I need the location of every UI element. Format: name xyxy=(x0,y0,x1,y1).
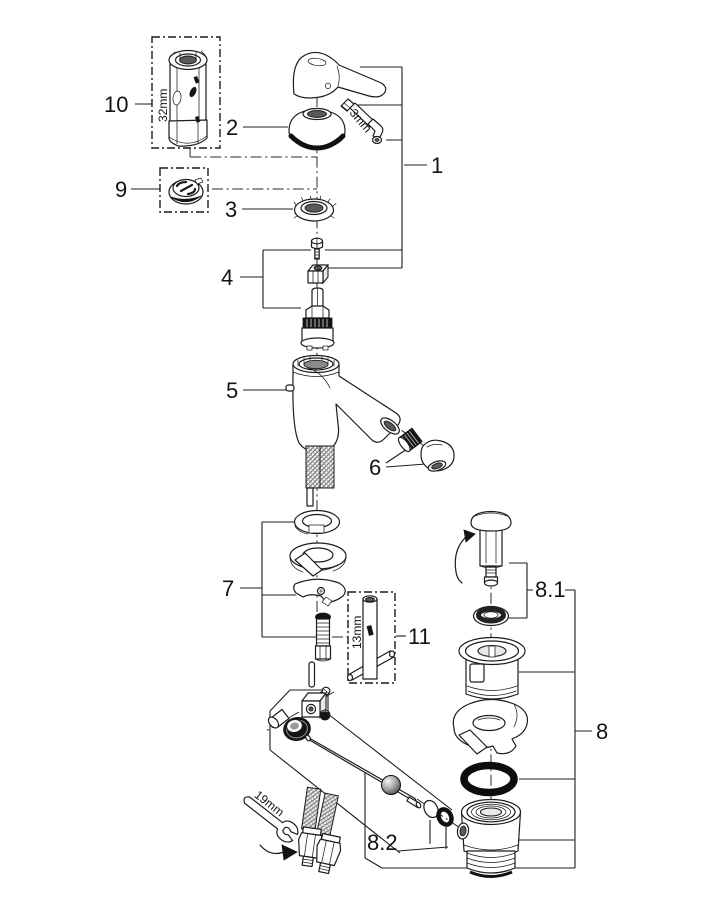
aerator-insert xyxy=(397,427,423,453)
clamp-plate xyxy=(293,578,346,607)
rotate-arrow xyxy=(454,533,470,584)
callout-8-1-label: 8.1 xyxy=(535,577,566,602)
socket-wrench-13mm-tool xyxy=(346,595,396,682)
popup-plug xyxy=(470,510,512,587)
popup-plug-part8-1 xyxy=(454,510,512,627)
callout-2-label: 2 xyxy=(226,115,238,140)
cartridge-group-part4 xyxy=(300,237,335,351)
allen-key-3mm xyxy=(349,102,384,145)
drain-flange xyxy=(458,636,526,700)
callout-8-2-label: 8.2 xyxy=(367,830,398,855)
dim-32mm-label: 32mm xyxy=(156,89,170,122)
rod-o-ring xyxy=(423,799,439,819)
callout-3-label: 3 xyxy=(225,197,237,222)
cam-cover xyxy=(452,698,529,755)
base-gasket xyxy=(293,509,341,535)
cartridge-screw xyxy=(310,237,324,260)
callout-5-label: 5 xyxy=(226,378,238,403)
horseshoe-spacer xyxy=(289,542,347,577)
aerator-part6 xyxy=(397,427,455,472)
pull-rod-pin xyxy=(308,661,316,688)
rod-ball xyxy=(381,775,401,795)
hose-nut-left xyxy=(298,826,324,868)
callout-4-label: 4 xyxy=(221,265,233,290)
hose-nut-right xyxy=(316,832,342,875)
part9-box xyxy=(159,167,209,213)
pivot-block xyxy=(301,691,327,719)
cartridge xyxy=(300,287,335,351)
rod-port-pin xyxy=(285,384,295,392)
drain-body-lower xyxy=(456,798,522,878)
dim-3mm-label: 3mm xyxy=(347,106,375,135)
callout-8-label: 8 xyxy=(596,719,608,744)
leader-lines xyxy=(131,66,592,869)
popup-rod xyxy=(305,734,422,809)
callout-10-label: 10 xyxy=(104,92,128,117)
callout-7-label: 7 xyxy=(222,576,234,601)
wrench-19mm: 19mm xyxy=(243,788,299,861)
mounting-set-part7 xyxy=(289,509,347,662)
callout-9-label: 9 xyxy=(115,177,127,202)
wrench-arrow-curve xyxy=(259,844,285,855)
ring-nut-part3 xyxy=(293,195,337,222)
handle-screw-hole xyxy=(325,83,331,89)
drain-assembly-part8 xyxy=(452,636,529,878)
dim-13mm-label: 13mm xyxy=(350,616,364,649)
supply-hoses-with-nuts xyxy=(298,786,342,875)
tool-box-11: 13mm xyxy=(346,591,396,684)
dome-screw xyxy=(319,709,331,721)
rod-washer xyxy=(436,807,454,827)
tool-box-10: 32mm xyxy=(151,36,221,149)
tool-box-11-border xyxy=(347,591,396,684)
rotate-arrowhead xyxy=(463,529,476,543)
faucet-body-part5 xyxy=(285,354,401,507)
plug-seal-ring xyxy=(472,605,510,627)
cartridge-nut xyxy=(307,263,329,285)
large-o-ring xyxy=(460,761,518,797)
callout-labels: 10 2 9 3 1 4 5 6 7 11 8.1 8 8.2 xyxy=(104,92,608,855)
body-outline xyxy=(292,363,401,453)
part9-box-border xyxy=(159,167,209,213)
seal-grommet xyxy=(283,717,311,741)
callout-6-label: 6 xyxy=(369,455,381,480)
part9-cap-insert xyxy=(168,177,204,205)
wrench-arrowhead xyxy=(281,844,298,861)
callout-1-label: 1 xyxy=(431,153,443,178)
callout-11-label: 11 xyxy=(408,624,431,649)
bush-sleeve xyxy=(267,708,290,729)
pivot-rod-assembly-part8-2 xyxy=(267,661,454,827)
socket-wrench-32mm-tool xyxy=(168,49,208,147)
supply-hoses-upper xyxy=(305,445,335,507)
tool-box-10-border xyxy=(151,36,221,149)
threaded-stud xyxy=(314,612,332,662)
escutcheon-part2 xyxy=(288,107,346,151)
